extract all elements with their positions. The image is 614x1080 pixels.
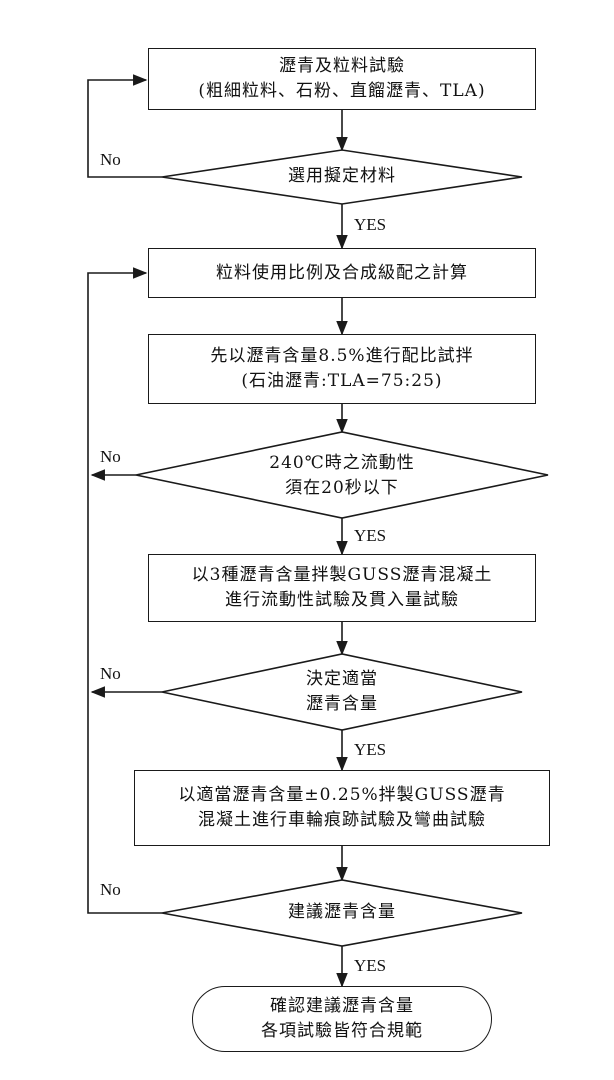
decision-select-materials xyxy=(161,149,523,205)
decision-content-line2: 瀝青含量 xyxy=(306,694,378,714)
step-rut-bend-test: 以適當瀝青含量±0.25%拌製GUSS瀝青 混凝土進行車輪痕跡試驗及彎曲試驗 xyxy=(134,770,550,846)
decision-fluidity-line1: 240℃時之流動性 xyxy=(269,452,415,473)
decision-recommend xyxy=(161,879,523,947)
step-material-tests: 瀝青及粒料試驗 (粗細粒料、石粉、直餾瀝青、TLA) xyxy=(148,48,536,110)
decision-recommend-text: 建議瀝青含量 xyxy=(222,898,462,928)
decision-content-text: 決定適當 瀝青含量 xyxy=(242,664,442,720)
decision-fluidity-text: 240℃時之流動性 須在20秒以下 xyxy=(212,448,472,504)
no-label-recommend: No xyxy=(100,880,121,899)
terminal-final-line2: 各項試驗皆符合規範 xyxy=(261,1021,423,1041)
step-material-tests-line2: (粗細粒料、石粉、直餾瀝青、TLA) xyxy=(198,81,486,101)
terminal-final: 確認建議瀝青含量 各項試驗皆符合規範 xyxy=(192,986,492,1052)
decision-content xyxy=(161,653,523,731)
step-three-content-mix-line1: 以3種瀝青含量拌製GUSS瀝青混凝土 xyxy=(191,565,493,586)
step-trial-mix-line1: 先以瀝青含量8.5%進行配比試拌 xyxy=(210,346,474,367)
no-loop-main xyxy=(87,267,162,914)
decision-fluidity-line2: 須在20秒以下 xyxy=(285,478,399,498)
yes-label-fluidity: YES xyxy=(354,526,387,545)
step-rut-bend-test-line1: 以適當瀝青含量±0.25%拌製GUSS瀝青 xyxy=(178,785,506,806)
decision-recommend-label: 建議瀝青含量 xyxy=(288,902,396,923)
yes-label-decide: YES xyxy=(354,740,387,759)
yes-label-recommend: YES xyxy=(354,956,387,975)
step-three-content-mix: 以3種瀝青含量拌製GUSS瀝青混凝土 進行流動性試驗及貫入量試驗 xyxy=(148,554,536,622)
decision-select-materials-label: 選用擬定材料 xyxy=(288,166,396,187)
yes-label-select: YES xyxy=(354,215,387,234)
decision-fluidity xyxy=(135,431,549,519)
no-label-select: No xyxy=(100,150,121,169)
step-three-content-mix-line2: 進行流動性試驗及貫入量試驗 xyxy=(225,590,459,610)
step-rut-bend-test-line2: 混凝土進行車輪痕跡試驗及彎曲試驗 xyxy=(198,810,486,830)
step-aggregate-calculation-text: 粒料使用比例及合成級配之計算 xyxy=(216,262,468,283)
no-loop-select xyxy=(87,74,162,178)
step-material-tests-line1: 瀝青及粒料試驗 xyxy=(279,56,405,77)
step-trial-mix-line2: (石油瀝青:TLA=75:25) xyxy=(241,371,443,391)
step-trial-mix: 先以瀝青含量8.5%進行配比試拌 (石油瀝青:TLA=75:25) xyxy=(148,334,536,404)
step-aggregate-calculation: 粒料使用比例及合成級配之計算 xyxy=(148,248,536,298)
decision-select-materials-text: 選用擬定材料 xyxy=(212,162,472,192)
no-label-fluidity: No xyxy=(100,447,121,466)
terminal-final-line1: 確認建議瀝青含量 xyxy=(270,996,414,1017)
decision-content-line1: 決定適當 xyxy=(306,668,378,689)
no-label-decide: No xyxy=(100,664,121,683)
